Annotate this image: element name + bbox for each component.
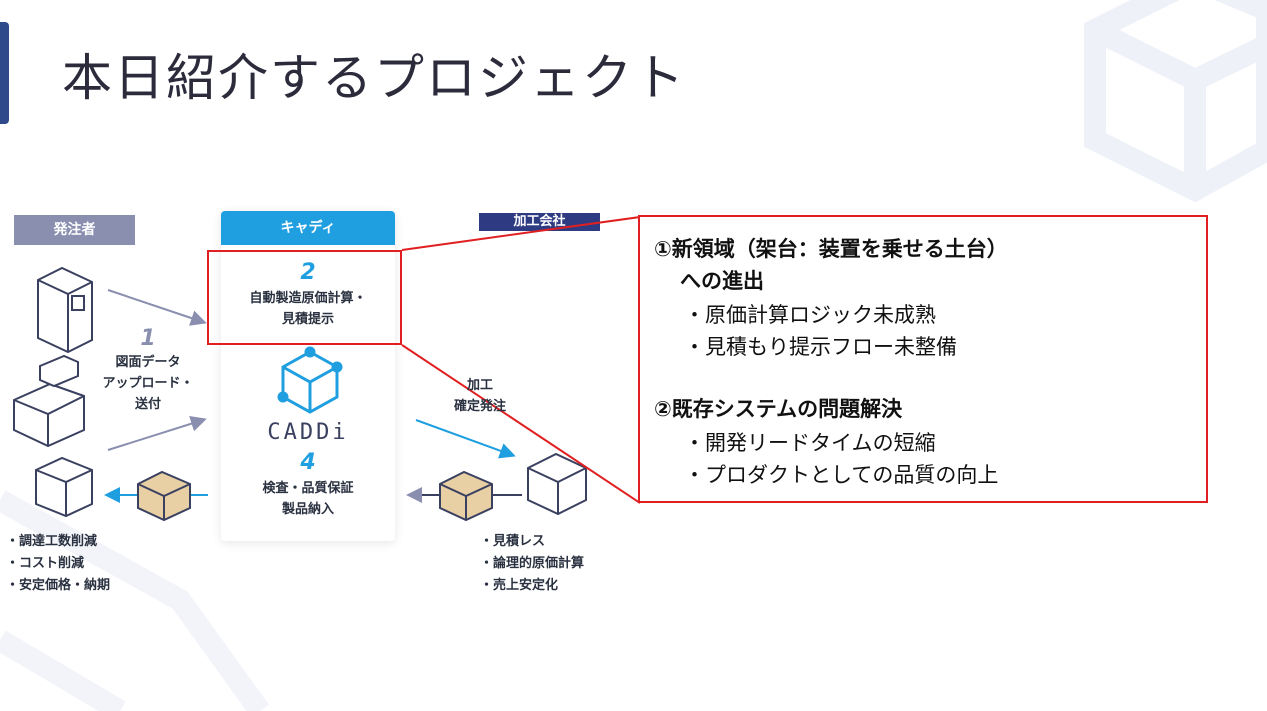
callout-heading-2: ②既存システムの問題解決 <box>654 397 903 421</box>
caddi-cube-icon <box>277 346 343 414</box>
callout-item: ・プロダクトとしての品質の向上 <box>684 463 999 487</box>
step-4-line-2: 製品納入 <box>281 502 334 517</box>
step-4-line-1: 検査・品質保証 <box>262 481 354 496</box>
factory-benefit-item: ・売上安定化 <box>480 578 559 593</box>
step-1-label: 図面データ アップロード・ 送付 <box>90 352 206 415</box>
title-accent-bar <box>0 22 9 124</box>
step-2-line-2: 見積提示 <box>281 312 334 327</box>
step-4-label: 検査・品質保証 製品納入 <box>221 478 395 520</box>
callout-box: ①新領域（架台：装置を乗せる土台） への進出 ・原価計算ロジック未成熟 ・見積も… <box>638 215 1208 503</box>
client-benefit-item: ・コスト削減 <box>6 556 85 571</box>
column-header-client: 発注者 <box>14 215 135 245</box>
step-1-line-1: 図面データ <box>115 355 181 370</box>
step-3-line-1: 加工 <box>466 378 493 393</box>
client-benefit-item: ・調達工数削減 <box>6 534 98 549</box>
client-benefits-list: ・調達工数削減 ・コスト削減 ・安定価格・納期 <box>6 531 110 597</box>
step-3-label: 加工 確定発注 <box>420 375 540 417</box>
step-2-label: 自動製造原価計算・ 見積提示 <box>221 288 395 330</box>
callout-connector-top <box>401 216 641 251</box>
flow-arrow-upload-top <box>107 289 207 326</box>
top-right-cube-decoration <box>1084 0 1267 203</box>
client-factory-icon <box>35 456 93 518</box>
column-header-caddi: キャディ <box>221 211 395 245</box>
callout-item: ・原価計算ロジック未成熟 <box>684 303 936 327</box>
package-box-icon-right <box>439 470 493 522</box>
factory-benefit-item: ・論理的原価計算 <box>480 556 585 571</box>
client-benefit-item: ・安定価格・納期 <box>6 578 111 593</box>
caddi-logo-text: CADDi <box>267 420 349 445</box>
page-title: 本日紹介するプロジェクト <box>62 49 686 107</box>
callout-item: ・開発リードタイムの短縮 <box>684 431 936 455</box>
callout-item: ・見積もり提示フロー未整備 <box>684 335 957 359</box>
caddi-panel <box>221 211 395 541</box>
step-2-number: 2 <box>300 260 316 285</box>
factory-benefit-item: ・見積レス <box>480 534 546 549</box>
callout-heading-1-line-1: ①新領域（架台：装置を乗せる土台） <box>654 237 1008 261</box>
factory-benefits-list: ・見積レス ・論理的原価計算 ・売上安定化 <box>480 531 584 597</box>
flow-arrow-order <box>415 419 516 459</box>
client-building-icon <box>37 266 93 354</box>
highlight-frame-step-2 <box>207 250 402 345</box>
step-1-line-2: アップロード・ <box>102 376 194 391</box>
step-3-line-2: 確定発注 <box>453 399 506 414</box>
bottom-left-decoration <box>0 490 269 711</box>
flow-arrow-upload-bottom <box>107 415 207 451</box>
factory-building-icon <box>527 452 587 516</box>
step-2-line-1: 自動製造原価計算・ <box>249 291 367 306</box>
step-1-number: 1 <box>140 326 156 351</box>
callout-connector-bottom <box>401 344 641 504</box>
callout-heading-1-line-2: への進出 <box>680 269 764 293</box>
step-4-number: 4 <box>300 450 316 475</box>
step-1-line-3: 送付 <box>134 397 161 412</box>
package-box-icon-left <box>137 470 191 522</box>
client-machine-icon <box>13 354 85 448</box>
